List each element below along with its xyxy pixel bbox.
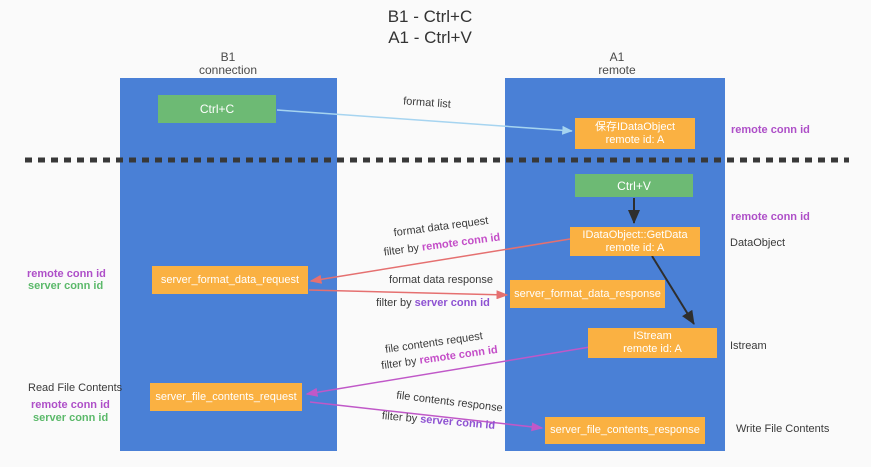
istream-line2: remote id: A bbox=[623, 343, 682, 355]
node-ctrl-c: Ctrl+C bbox=[158, 95, 276, 123]
save-idataobject-line1: 保存IDataObject bbox=[594, 120, 676, 133]
filter-by-text: filter by bbox=[381, 410, 418, 426]
left-remote-conn-id-bottom: remote conn id bbox=[31, 399, 110, 411]
diagram-title: B1 - Ctrl+C A1 - Ctrl+V bbox=[320, 6, 540, 48]
column-header-a1: A1 remote bbox=[547, 51, 687, 77]
filter-by-text: filter by bbox=[383, 242, 420, 259]
node-idataobject-getdata: IDataObject::GetData remote id: A bbox=[570, 227, 700, 256]
label-file-contents-response: file contents response bbox=[395, 389, 504, 415]
node-save-idataobject: 保存IDataObject remote id: A bbox=[575, 118, 695, 149]
left-read-file-contents-label: Read File Contents bbox=[28, 382, 123, 394]
left-server-conn-id-bottom: server conn id bbox=[33, 412, 109, 424]
server-format-data-request-label: server_format_data_request bbox=[160, 273, 300, 286]
node-server-format-data-request: server_format_data_request bbox=[152, 266, 308, 294]
node-server-file-contents-response: server_file_contents_response bbox=[545, 417, 705, 444]
right-write-file-contents-label: Write File Contents bbox=[736, 423, 830, 435]
label-filter-by-server-conn-id-2: filter by server conn id bbox=[376, 410, 502, 433]
node-ctrl-v: Ctrl+V bbox=[575, 174, 693, 197]
remote-conn-id-highlight: remote conn id bbox=[421, 231, 501, 254]
title-line-2: A1 - Ctrl+V bbox=[388, 28, 472, 47]
filter-by-text: filter by bbox=[376, 297, 412, 309]
node-server-file-contents-request: server_file_contents_request bbox=[150, 383, 302, 411]
left-server-conn-id-top: server conn id bbox=[28, 280, 104, 292]
getdata-line2: remote id: A bbox=[605, 241, 665, 254]
right-remote-conn-id-top: remote conn id bbox=[731, 124, 810, 136]
column-a1-role: remote bbox=[598, 63, 636, 77]
save-idataobject-line2: remote id: A bbox=[605, 133, 665, 146]
label-format-data-response: format data response bbox=[389, 274, 493, 286]
column-b1-name: B1 bbox=[220, 50, 236, 64]
left-remote-conn-id-top: remote conn id bbox=[27, 268, 106, 280]
server-file-contents-response-label: server_file_contents_response bbox=[550, 424, 700, 436]
getdata-line1: IDataObject::GetData bbox=[582, 228, 688, 241]
server-conn-id-highlight: server conn id bbox=[419, 413, 496, 432]
ctrl-c-label: Ctrl+C bbox=[199, 102, 235, 116]
right-remote-conn-id-mid: remote conn id bbox=[731, 211, 810, 223]
column-a1-name: A1 bbox=[609, 50, 625, 64]
right-dataobject-label: DataObject bbox=[730, 237, 786, 249]
label-filter-by-server-conn-id-1: filter by server conn id bbox=[374, 297, 492, 309]
label-format-list: format list bbox=[402, 95, 452, 111]
title-line-1: B1 - Ctrl+C bbox=[387, 7, 473, 26]
node-server-format-data-response: server_format_data_response bbox=[510, 280, 665, 308]
istream-line1: IStream bbox=[633, 330, 672, 342]
ctrl-v-label: Ctrl+V bbox=[617, 178, 651, 193]
server-conn-id-highlight: server conn id bbox=[414, 297, 490, 309]
column-b1-role: connection bbox=[198, 63, 258, 77]
server-format-data-response-label: server_format_data_response bbox=[514, 287, 661, 300]
node-istream: IStream remote id: A bbox=[588, 328, 717, 358]
format-data-response-arrow bbox=[308, 289, 509, 300]
filter-by-text: filter by bbox=[380, 355, 418, 373]
server-file-contents-request-label: server_file_contents_request bbox=[155, 390, 297, 403]
column-header-b1: B1 connection bbox=[158, 51, 298, 77]
right-istream-label: Istream bbox=[730, 340, 767, 352]
